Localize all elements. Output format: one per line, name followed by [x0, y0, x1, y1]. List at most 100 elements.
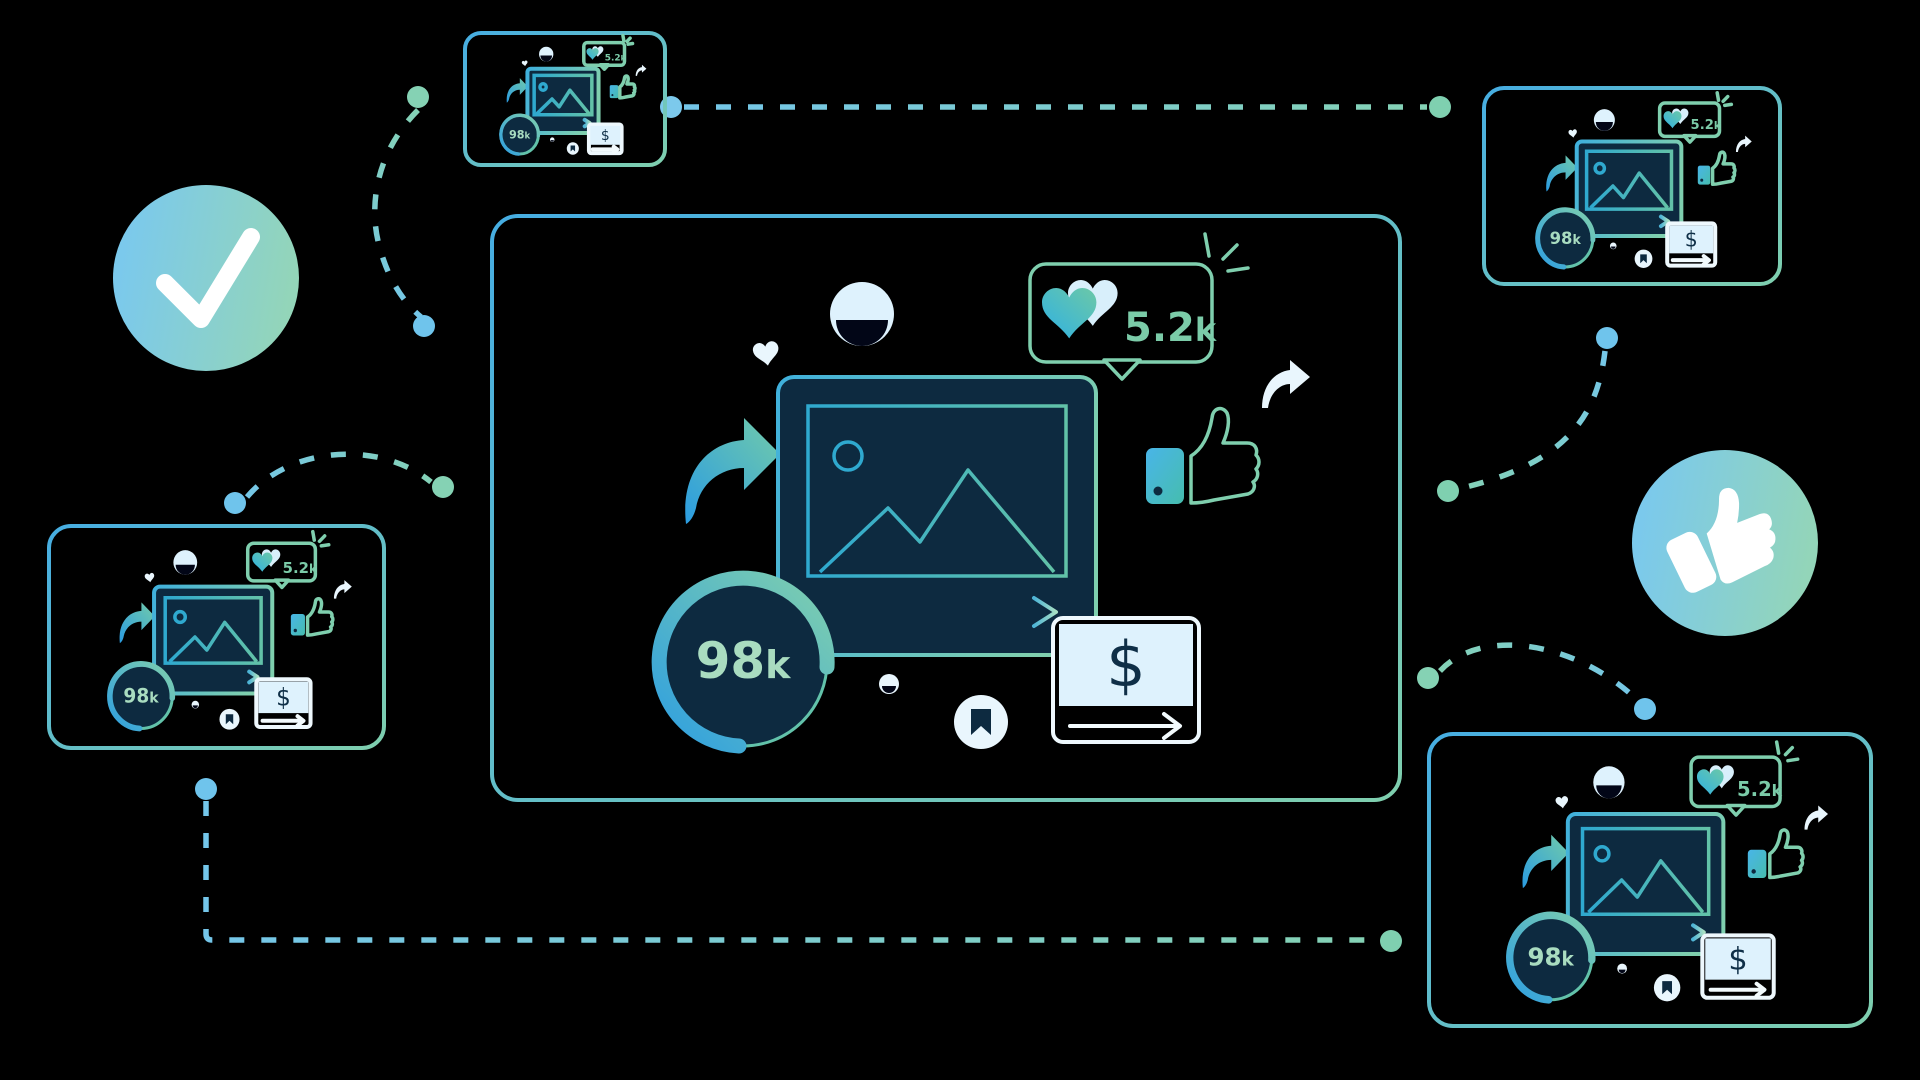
progress-arrow-icon [1583, 925, 1703, 939]
dollar-arrow-icon [1070, 714, 1180, 738]
mini-smiley-icon [1609, 242, 1617, 250]
share-arrow-small-icon [1804, 805, 1829, 830]
sparkle-icon [313, 532, 329, 546]
share-arrow-icon [685, 418, 780, 524]
check-icon [156, 228, 260, 328]
heart-icon [1568, 129, 1577, 138]
currency-symbol: $ [1106, 628, 1145, 701]
heart-icon [144, 572, 155, 583]
mountain-icon [537, 90, 589, 114]
heart-front-icon [586, 48, 599, 60]
followers-ring: 98k [499, 113, 541, 156]
smiley-icon [830, 282, 894, 346]
smiley-icon [1593, 109, 1615, 131]
followers-ring: 98k [107, 661, 176, 732]
followers-count: 98k [509, 127, 530, 141]
card-border [1482, 86, 1782, 286]
dollar-card-icon: $ [1702, 935, 1773, 997]
followers-count: 98k [1550, 228, 1582, 248]
dollar-arrow-icon [593, 147, 618, 153]
share-arrow-icon [506, 78, 528, 103]
check-badge [113, 185, 299, 371]
progress-arrow-icon [1587, 217, 1668, 227]
thumbs-up-outline-icon [1146, 409, 1259, 504]
connector-dot [432, 476, 454, 498]
thumbs-up-outline-icon [1747, 830, 1803, 878]
smiley-icon [1593, 766, 1625, 799]
connector-top-left-to-top-right [660, 96, 1451, 118]
connector-dot [413, 315, 435, 337]
bookmark-icon [954, 695, 1008, 749]
connector-left-to-bottom-right [195, 778, 1402, 952]
currency-symbol: $ [276, 683, 291, 711]
mountain-icon [1591, 173, 1668, 208]
connector-central-to-bottom-right [1417, 642, 1656, 720]
card-border [47, 524, 386, 750]
share-arrow-small-icon [635, 64, 647, 76]
card-content: 5.2k 98k [107, 524, 352, 732]
thumbs-up-icon [1666, 487, 1776, 593]
connector-left-to-central [224, 451, 454, 514]
connector-dot [1634, 698, 1656, 720]
likes-badge: 5.2k [248, 543, 318, 587]
photo-circle-icon [1595, 164, 1604, 174]
followers-ring: 98k [651, 570, 835, 754]
engagement-card-bottom-right: 5.2k 98k [1427, 732, 1873, 1028]
connector-dot [1380, 930, 1402, 952]
likes-count: 5.2k [283, 559, 318, 577]
thumbs-up-outline-icon [1697, 152, 1735, 184]
share-arrow-small-icon [1262, 360, 1310, 408]
dollar-card-icon: $ [1053, 618, 1199, 742]
heart-icon [521, 60, 528, 67]
mini-smiley-icon [1617, 963, 1628, 974]
card-content: 5.2k 98k [1535, 86, 1752, 270]
connector-dot [1417, 667, 1439, 689]
connector-dot [195, 778, 217, 800]
likes-badge: 5.2k [1691, 757, 1783, 815]
heart-icon [1555, 796, 1568, 809]
share-arrow-icon [1522, 834, 1569, 889]
heart-front-icon [1696, 769, 1724, 795]
currency-symbol: $ [601, 128, 610, 144]
card-content: 5.2k 98k [499, 31, 647, 156]
likes-badge: 5.2k [584, 43, 626, 70]
heart-front-icon [1042, 288, 1097, 339]
image-placeholder-icon [1568, 814, 1724, 954]
bookmark-icon [1634, 249, 1653, 268]
followers-count: 98k [696, 632, 792, 690]
card-border [463, 31, 667, 167]
card-border [490, 214, 1402, 802]
sparkle-icon [1205, 234, 1248, 271]
likes-badge: 5.2k [1030, 264, 1217, 379]
engagement-card-top-left: 5.2k 98k [463, 31, 667, 167]
progress-arrow-icon [166, 672, 257, 683]
smiley-icon [539, 46, 554, 62]
mountain-icon [1588, 861, 1702, 912]
share-arrow-small-icon [333, 580, 352, 599]
connector-dot [1596, 327, 1618, 349]
mini-smiley-icon [879, 674, 899, 694]
bookmark-icon [219, 708, 240, 730]
currency-symbol: $ [1728, 941, 1747, 978]
followers-count: 98k [123, 685, 159, 707]
dollar-card-icon: $ [256, 679, 310, 727]
bookmark-icon [1653, 974, 1681, 1002]
card-content: 5.2k 98k [651, 214, 1310, 754]
currency-symbol: $ [1685, 227, 1698, 251]
followers-ring: 98k [1535, 207, 1596, 270]
heart-front-icon [1663, 111, 1682, 129]
dollar-arrow-icon [263, 716, 304, 725]
mini-smiley-icon [550, 137, 555, 143]
likes-badge: 5.2k [1660, 103, 1722, 142]
connector-dot [1437, 480, 1459, 502]
mini-smiley-icon [191, 700, 200, 709]
thumbs-up-outline-icon [609, 76, 635, 98]
share-arrow-icon [119, 602, 155, 644]
mountain-icon [170, 622, 257, 661]
likes-count: 5.2k [1691, 118, 1722, 133]
photo-circle-icon [540, 84, 546, 90]
mountain-icon [820, 470, 1054, 572]
heart-front-icon [252, 552, 273, 572]
connector-top-left-to-central [372, 86, 435, 337]
